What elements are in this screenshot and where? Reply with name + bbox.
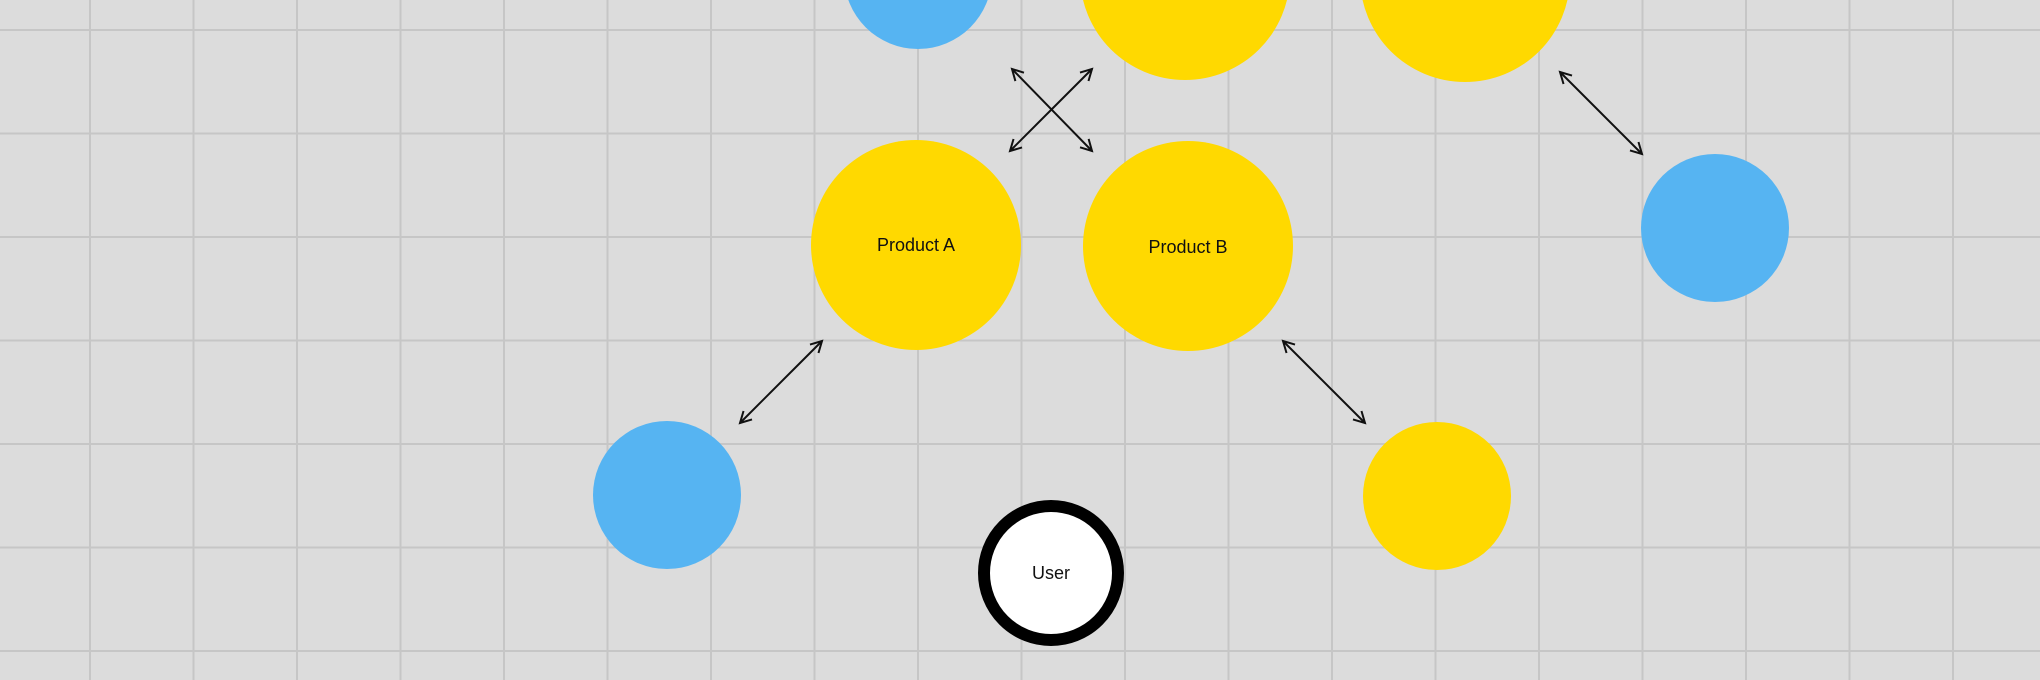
user-node[interactable]: User [978, 500, 1124, 646]
user-label: User [1032, 563, 1070, 583]
connector-arrow-left[interactable] [740, 341, 822, 423]
user-circle[interactable] [978, 500, 1124, 646]
connector-arrow-top-right[interactable] [1560, 72, 1642, 154]
product-b-label: Product B [1148, 237, 1227, 257]
product-b-circle[interactable] [1083, 141, 1293, 351]
product-a-node[interactable]: Product A [811, 140, 1021, 350]
yellow-node-bottom-right[interactable] [1363, 422, 1511, 570]
product-b-node[interactable]: Product B [1083, 141, 1293, 351]
connector-arrow-cross-2[interactable] [1010, 69, 1092, 151]
product-a-label: Product A [877, 235, 955, 255]
connector-arrow-right[interactable] [1283, 341, 1365, 423]
yellow-node-top-right[interactable] [1360, 0, 1570, 82]
blue-node-top[interactable] [844, 0, 992, 49]
yellow-node-top-center[interactable] [1080, 0, 1290, 80]
blue-node-right[interactable] [1641, 154, 1789, 302]
blue-node-bottom-left[interactable] [593, 421, 741, 569]
product-a-circle[interactable] [811, 140, 1021, 350]
